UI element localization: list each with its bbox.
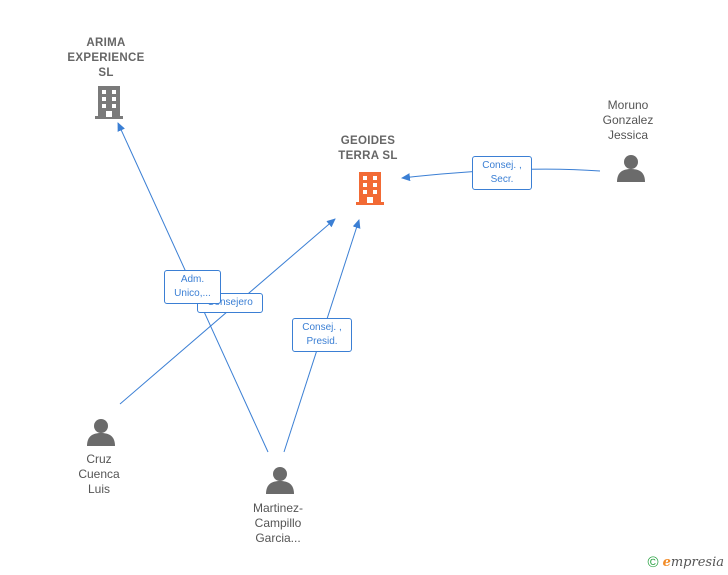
- company-arima-line-2: EXPERIENCE: [67, 52, 145, 64]
- person-cruz-label[interactable]: Cruz Cuenca Luis: [49, 452, 149, 497]
- person-cruz-line-2: Cuenca: [78, 467, 120, 481]
- company-arima-label[interactable]: ARIMA EXPERIENCE SL: [56, 36, 156, 81]
- company-geoides-line-2: TERRA SL: [338, 150, 398, 162]
- brand-rest: mpresia: [670, 555, 724, 570]
- role-secr-line-1: Consej. ,: [482, 160, 522, 171]
- role-label-consej-secr[interactable]: Consej. , Secr.: [472, 156, 532, 190]
- company-arima-line-3: SL: [98, 67, 114, 79]
- brand-e: e: [662, 555, 671, 570]
- role-presid-line-2: Presid.: [306, 336, 338, 347]
- person-icon[interactable]: [85, 416, 117, 448]
- building-icon[interactable]: [354, 170, 386, 206]
- person-moruno-line-2: Gonzalez: [602, 113, 654, 127]
- person-martinez-line-1: Martinez-: [252, 501, 303, 515]
- person-martinez-line-3: Garcia...: [255, 531, 301, 545]
- person-icon[interactable]: [264, 464, 296, 496]
- building-icon[interactable]: [93, 84, 125, 120]
- person-martinez-label[interactable]: Martinez- Campillo Garcia...: [228, 501, 328, 546]
- person-cruz-line-1: Cruz: [86, 452, 112, 466]
- copyright-icon: ©: [647, 554, 659, 571]
- person-icon[interactable]: [615, 152, 647, 184]
- role-adm-line-1: Adm.: [180, 274, 205, 285]
- person-moruno-label[interactable]: Moruno Gonzalez Jessica: [578, 98, 678, 143]
- person-moruno-line-1: Moruno: [607, 98, 649, 112]
- role-presid-line-1: Consej. ,: [302, 322, 342, 333]
- company-geoides-line-1: GEOIDES: [340, 135, 396, 147]
- person-martinez-line-2: Campillo: [254, 516, 302, 530]
- footer-brand: ©empresia: [648, 554, 724, 571]
- role-label-consej-presid[interactable]: Consej. , Presid.: [292, 318, 352, 352]
- person-cruz-line-3: Luis: [87, 482, 110, 496]
- company-geoides-label[interactable]: GEOIDES TERRA SL: [318, 134, 418, 164]
- brand-logo: empresia: [663, 555, 724, 570]
- person-moruno-line-3: Jessica: [607, 128, 648, 142]
- company-arima-line-1: ARIMA: [86, 37, 126, 49]
- role-label-adm-unico[interactable]: Adm. Unico,...: [164, 270, 221, 304]
- role-secr-line-2: Secr.: [490, 174, 514, 185]
- role-adm-line-2: Unico,...: [174, 288, 211, 299]
- role-consejero-text: Consejero: [207, 297, 253, 308]
